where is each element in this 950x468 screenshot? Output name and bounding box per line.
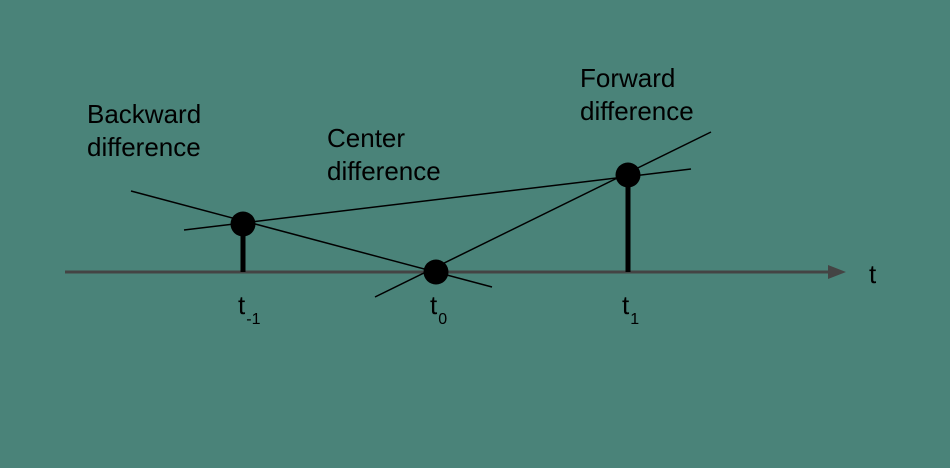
forward-label-line-2: difference [580,96,694,126]
tick-subscript: -1 [246,311,261,328]
axis-label-t: t [869,259,877,289]
backward-difference-label: Backward difference [87,98,201,164]
backward-label-line-1: Backward [87,99,202,129]
backward-label-line-2: difference [87,132,201,162]
tick-base: t [430,290,438,320]
center-difference-label: Center difference [327,122,441,188]
forward-difference-label: Forward difference [580,62,694,128]
forward-label-line-1: Forward [580,63,676,93]
sample-point-t0 [423,259,449,285]
axis-arrowhead [828,265,846,279]
center-difference-line [183,168,692,231]
sample-point-t-minus-1 [230,211,256,237]
tick-subscript: 1 [630,311,640,328]
sample-point-t1 [615,162,641,188]
tick-base: t [622,290,630,320]
tick-label-t-minus-1: t-1 [238,290,260,335]
tick-subscript: 0 [438,311,448,328]
tick-label-t1: t1 [622,290,639,335]
tick-base: t [238,290,246,320]
center-label-line-1: Center [327,123,406,153]
tick-label-t0: t0 [430,290,447,335]
center-label-line-2: difference [327,156,441,186]
